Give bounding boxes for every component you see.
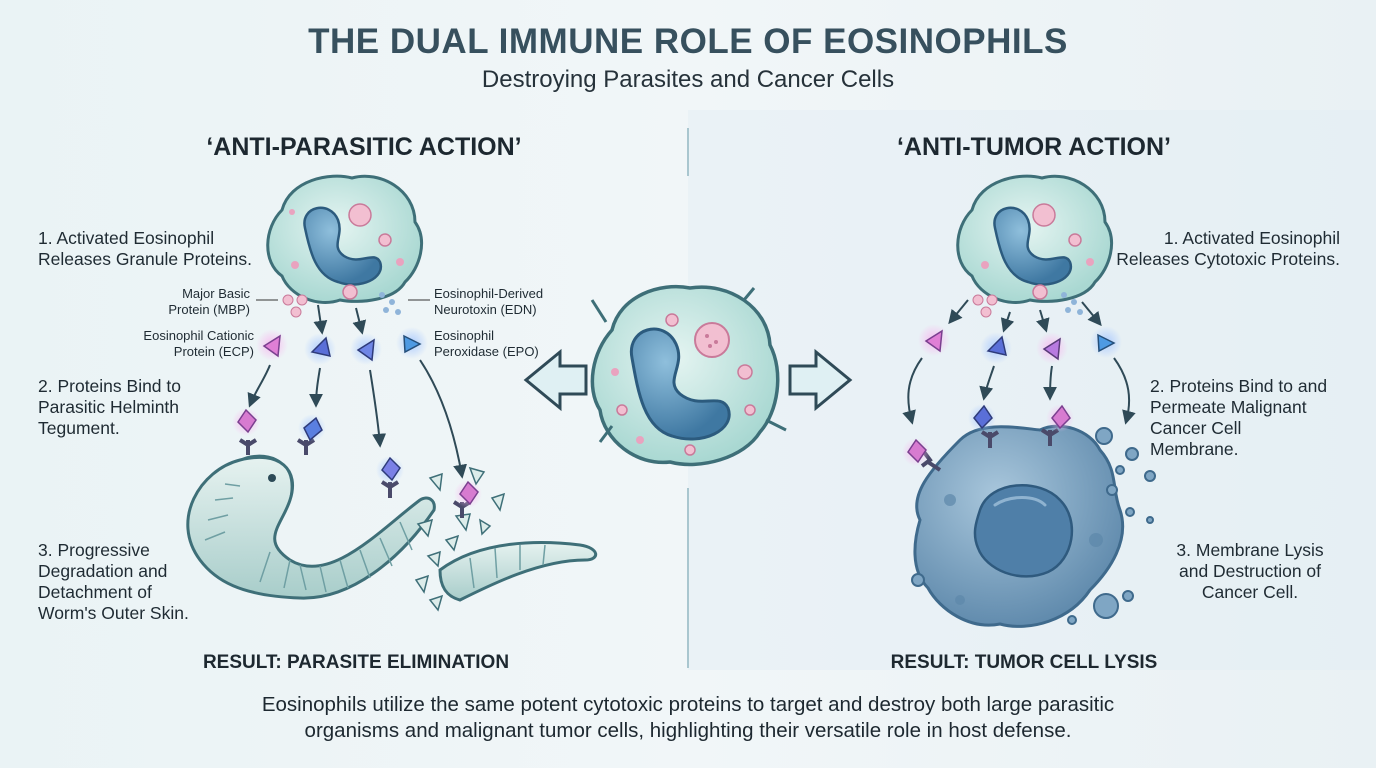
right-eosinophil-cell-icon — [956, 174, 1114, 304]
left-step1: 1. Activated Eosinophil Releases Granule… — [38, 228, 252, 269]
right-bound-proteins — [902, 404, 1074, 472]
right-step1: 1. Activated Eosinophil Releases Cytotox… — [1116, 228, 1340, 269]
left-panel-heading: ‘ANTI-PARASITIC ACTION’ — [206, 133, 522, 161]
right-protein-crystals — [918, 324, 1122, 364]
left-binding-arrows — [247, 359, 467, 479]
right-panel-heading: ‘ANTI-TUMOR ACTION’ — [896, 133, 1172, 161]
right-direction-arrow-icon — [788, 348, 853, 412]
left-protein-crystals — [256, 327, 428, 365]
left-direction-arrow-icon — [523, 348, 588, 412]
helminth-worm-icon — [186, 454, 598, 612]
left-result: RESULT: PARASITE ELIMINATION — [202, 652, 510, 673]
edn-label: Eosinophil-Derived Neurotoxin (EDN) — [434, 286, 544, 317]
footer-summary: Eosinophils utilize the same potent cyto… — [261, 693, 1115, 742]
left-released-granules — [282, 292, 401, 318]
center-eosinophil-cell-icon — [590, 284, 787, 467]
left-step2: 2. Proteins Bind to Parasitic Helminth T… — [38, 376, 181, 438]
right-released-granules — [972, 292, 1083, 318]
left-bound-proteins — [232, 408, 482, 518]
epo-label: Eosinophil Peroxidase (EPO) — [434, 328, 539, 359]
right-release-arrows — [948, 299, 1102, 333]
right-step2: 2. Proteins Bind to and Permeate Maligna… — [1150, 376, 1328, 459]
tumor-cell-icon — [911, 424, 1156, 628]
ecp-label: Eosinophil Cationic Protein (ECP) — [143, 328, 254, 359]
right-step3: 3. Membrane Lysis and Destruction of Can… — [1176, 540, 1324, 602]
right-binding-arrows — [902, 357, 1136, 425]
left-step3: 3. Progressive Degradation and Detachmen… — [38, 540, 189, 623]
mbp-label: Major Basic Protein (MBP) — [168, 286, 250, 317]
page-title: THE DUAL IMMUNE ROLE OF EOSINOPHILS — [308, 22, 1068, 61]
left-eosinophil-cell-icon — [266, 174, 424, 304]
right-result: RESULT: TUMOR CELL LYSIS — [890, 652, 1158, 673]
page-subtitle: Destroying Parasites and Cancer Cells — [481, 66, 895, 93]
left-release-arrows — [313, 304, 367, 335]
